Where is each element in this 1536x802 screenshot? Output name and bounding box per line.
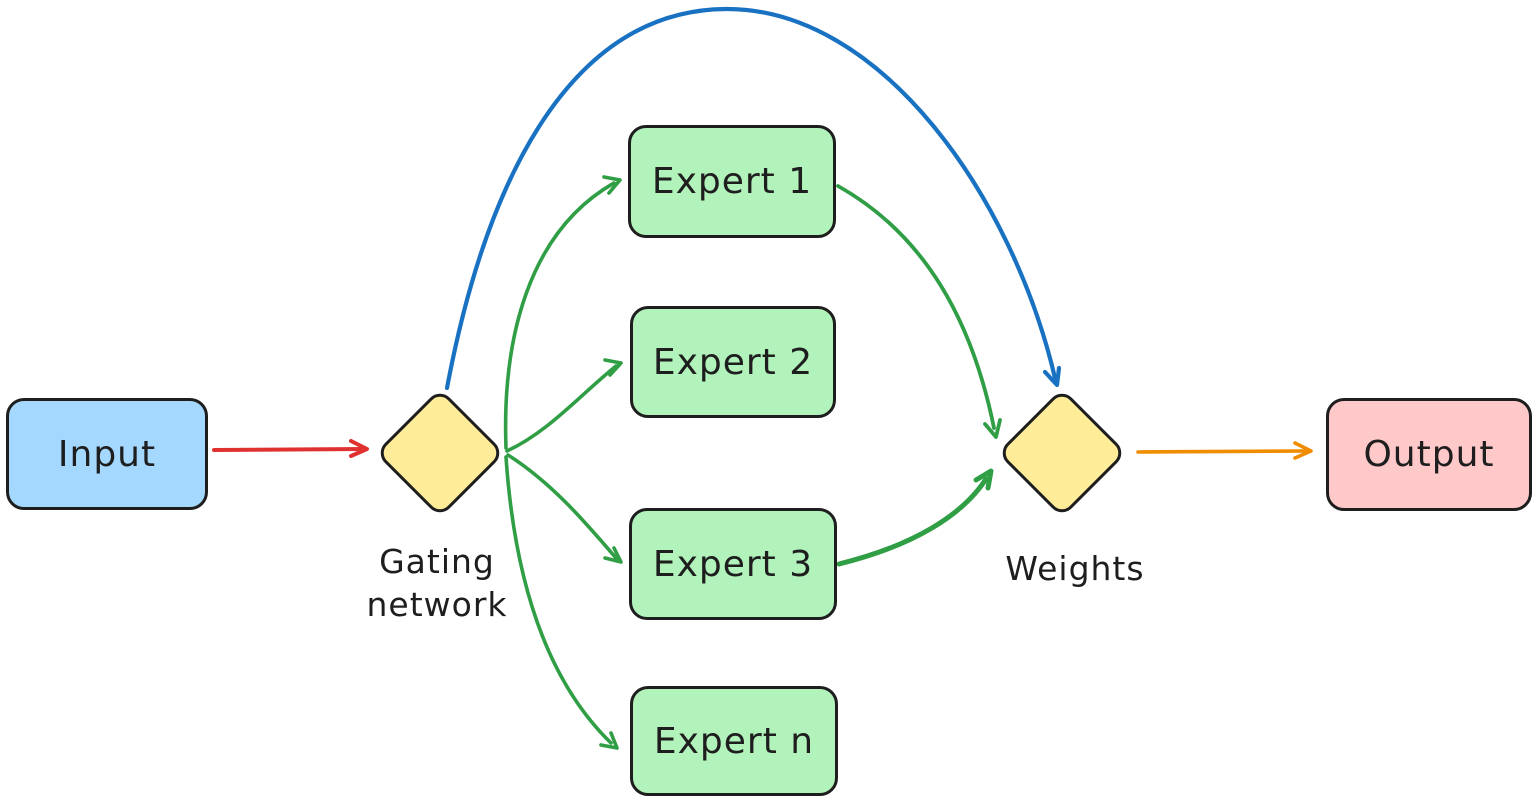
node-weights-diamond	[996, 387, 1128, 519]
node-expert-3: Expert 3	[629, 508, 837, 620]
arrowhead-orange	[1293, 441, 1313, 460]
edge-weights-to-output	[1136, 441, 1313, 460]
node-expert-1: Expert 1	[628, 125, 836, 238]
arrowhead-red	[349, 439, 369, 458]
node-expert-n-label: Expert n	[653, 720, 815, 762]
arrowhead-green-w1	[983, 418, 1002, 439]
arrowhead-green-en	[599, 731, 619, 750]
node-output-label: Output	[1363, 434, 1495, 475]
node-input: Input	[6, 398, 208, 510]
arrowhead-blue	[1042, 365, 1062, 388]
node-expert-1-label: Expert 1	[651, 161, 813, 202]
edge-expert1-to-weights	[836, 184, 1002, 439]
edge-expert3-to-weights	[836, 468, 994, 567]
node-expert-2-label: Expert 2	[652, 341, 814, 383]
edge-gating-to-expert1	[503, 175, 622, 450]
node-input-label: Input	[57, 433, 157, 475]
gating-caption-line1: Gating	[379, 542, 495, 581]
weights-caption: Weights	[975, 547, 1175, 590]
arrowhead-green-e2	[603, 358, 623, 377]
arrowhead-green-e3	[603, 546, 623, 564]
node-output: Output	[1326, 398, 1532, 511]
weights-caption-label: Weights	[1005, 549, 1145, 588]
node-expert-2: Expert 2	[630, 306, 836, 418]
gating-caption-line2: network	[366, 585, 508, 624]
edge-input-to-gating	[212, 439, 369, 458]
node-expert-3-label: Expert 3	[652, 543, 814, 585]
node-gating-network-diamond	[374, 387, 506, 519]
arrowhead-green-w3	[973, 468, 994, 491]
arrowhead-green-e1	[602, 175, 622, 195]
node-expert-n: Expert n	[630, 686, 838, 796]
gating-network-caption: Gating network	[317, 540, 557, 626]
edge-gating-to-expert2	[505, 358, 623, 453]
